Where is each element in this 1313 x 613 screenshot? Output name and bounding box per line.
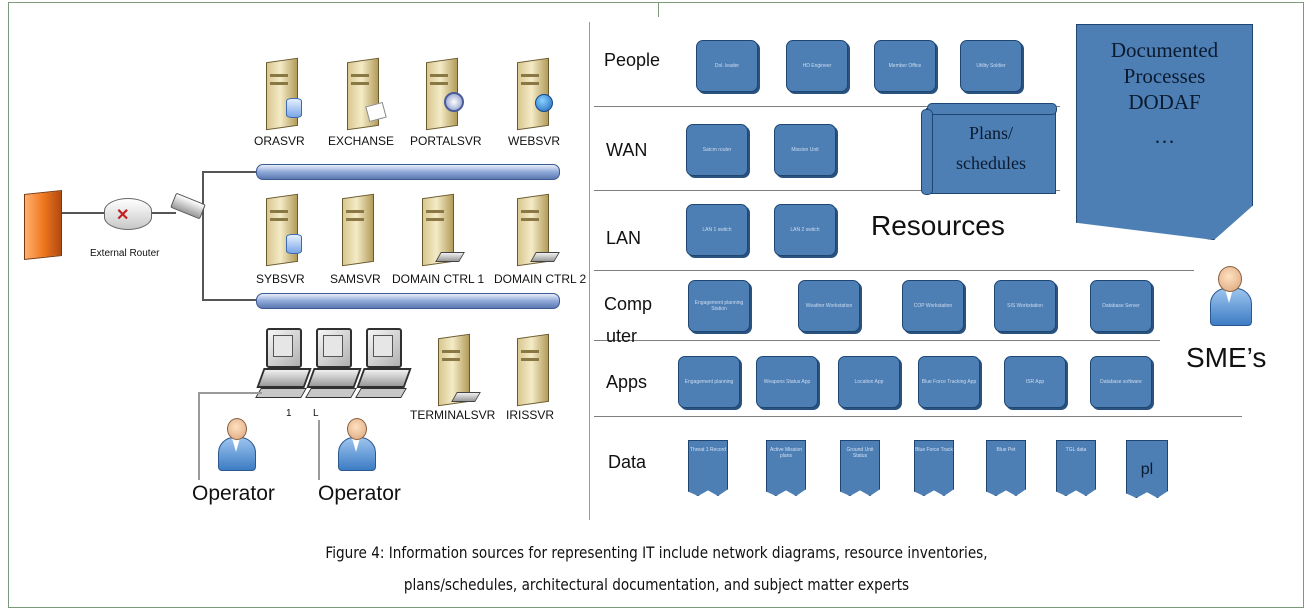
lane-label-computer-cont: uter xyxy=(606,326,638,346)
wire-firewall-router xyxy=(58,212,106,214)
operator-person-icon xyxy=(216,418,256,471)
scroll-line-1: Plans/ xyxy=(968,123,1013,143)
network-bus-lower xyxy=(256,293,560,309)
workstation-icon xyxy=(355,328,412,400)
computer-box: Weather Workstation xyxy=(798,280,860,332)
network-bus-upper xyxy=(256,164,560,180)
frame-top-rule xyxy=(658,2,1304,17)
app-box: Weapons Status App xyxy=(756,356,818,408)
data-document: Blue Force Track xyxy=(914,440,954,496)
data-document: pl xyxy=(1126,440,1168,498)
app-box: Engagement planning xyxy=(678,356,740,408)
lan-box: LAN 1 switch xyxy=(686,204,748,256)
server-icon xyxy=(511,332,555,407)
server-label-sybsvr: SYBSVR xyxy=(256,272,305,286)
data-document: TGL data xyxy=(1056,440,1096,496)
lane-label-wan: WAN xyxy=(606,140,648,160)
database-server-icon xyxy=(260,192,304,267)
operator-label-2: Operator xyxy=(318,482,401,505)
operator-person-icon xyxy=(336,418,376,471)
network-diagram: ✕ External Router ORASVR EXCHANSE PORTAL… xyxy=(18,22,586,520)
lane-divider xyxy=(594,270,1194,271)
lane-label-data: Data xyxy=(608,452,647,472)
lane-label-computer: Comp xyxy=(604,294,653,314)
figure-caption-line-1: Figure 4: Information sources for repres… xyxy=(325,543,988,562)
server-label-domain-ctrl-2: DOMAIN CTRL 2 xyxy=(494,272,587,286)
mail-server-icon xyxy=(341,56,387,131)
web-server-icon xyxy=(511,56,555,131)
operator-divider-top xyxy=(198,392,262,394)
router-icon: ✕ xyxy=(104,198,152,230)
database-server-icon xyxy=(260,56,304,131)
lane-divider xyxy=(594,106,1060,107)
doc-line-1: Documented xyxy=(1110,38,1219,62)
lane-divider xyxy=(594,416,1242,417)
data-document: Active Mission plans xyxy=(766,440,806,496)
portal-server-icon xyxy=(420,56,464,131)
computer-box: Database Server xyxy=(1090,280,1152,332)
app-box: Database software xyxy=(1090,356,1152,408)
computer-box: SIS Workstation xyxy=(994,280,1056,332)
lane-label-lan: LAN xyxy=(606,228,642,248)
documented-processes-document: Documented Processes DODAF … xyxy=(1076,24,1253,240)
people-box: HD Engineer xyxy=(786,40,848,92)
wire-router-switch xyxy=(150,212,176,214)
workstation-icon xyxy=(305,328,362,400)
panel-divider xyxy=(589,22,590,520)
data-document: Ground Unit Status xyxy=(840,440,880,496)
figure-frame xyxy=(8,2,1304,608)
resources-label: Resources xyxy=(871,210,1005,241)
wire-trunk-bus-bottom xyxy=(202,299,258,301)
people-box: Utility Soldier xyxy=(960,40,1022,92)
app-box: Location App xyxy=(838,356,900,408)
server-label-exchanse: EXCHANSE xyxy=(328,134,395,148)
doc-line-3: DODAF xyxy=(1128,90,1201,114)
firewall-icon xyxy=(24,190,62,260)
data-document: Threat 1 Record xyxy=(688,440,728,496)
server-icon xyxy=(336,192,380,267)
wire-trunk-bus-top xyxy=(202,171,258,173)
wan-box: Mission Unit xyxy=(774,124,836,176)
domain-controller-icon xyxy=(511,192,560,267)
server-label-orasvr: ORASVR xyxy=(254,134,305,148)
terminal-label-1: 1 xyxy=(286,408,292,419)
lane-label-people: People xyxy=(604,50,661,70)
doc-line-2: Processes xyxy=(1123,64,1206,88)
server-label-irissvr: IRISSVR xyxy=(506,408,555,422)
operator-label-1: Operator xyxy=(192,482,275,505)
wan-box: Satcm router xyxy=(686,124,748,176)
workstation-icon xyxy=(255,328,312,400)
lane-divider xyxy=(594,340,1160,341)
scroll-line-2: schedules xyxy=(956,153,1026,173)
wire-switch-trunk xyxy=(202,171,204,301)
sme-label: SME’s xyxy=(1186,342,1267,373)
app-box: Blue Force Tracking App xyxy=(918,356,980,408)
server-label-domain-ctrl-1: DOMAIN CTRL 1 xyxy=(392,272,485,286)
server-label-terminalsvr: TERMINALSVR xyxy=(410,408,496,422)
data-document: Blue Pet xyxy=(986,440,1026,496)
domain-controller-icon xyxy=(416,192,465,267)
people-box: Dol. leader xyxy=(696,40,758,92)
switch-icon xyxy=(170,192,206,220)
people-box: Member Office xyxy=(874,40,936,92)
computer-box: COP Workstation xyxy=(902,280,964,332)
figure-caption-line-2: plans/schedules, architectural documenta… xyxy=(403,575,910,594)
computer-box: Engagement planning Station xyxy=(688,280,750,332)
lane-divider xyxy=(594,190,1060,191)
operator-divider-left xyxy=(198,392,200,480)
sme-person-icon xyxy=(1208,266,1252,326)
doc-line-4: … xyxy=(1154,124,1175,148)
terminal-label-2: L xyxy=(313,408,319,419)
operator-divider-mid xyxy=(318,420,320,480)
terminal-server-icon xyxy=(432,332,481,407)
server-label-portalsvr: PORTALSVR xyxy=(410,134,482,148)
lane-label-apps: Apps xyxy=(606,372,648,392)
server-label-samsvr: SAMSVR xyxy=(330,272,381,286)
plans-schedules-scroll: Plans/ schedules xyxy=(921,103,1057,195)
app-box: ISR App xyxy=(1004,356,1066,408)
server-label-websvr: WEBSVR xyxy=(508,134,561,148)
router-label: External Router xyxy=(90,248,160,259)
lan-box: LAN 2 switch xyxy=(774,204,836,256)
